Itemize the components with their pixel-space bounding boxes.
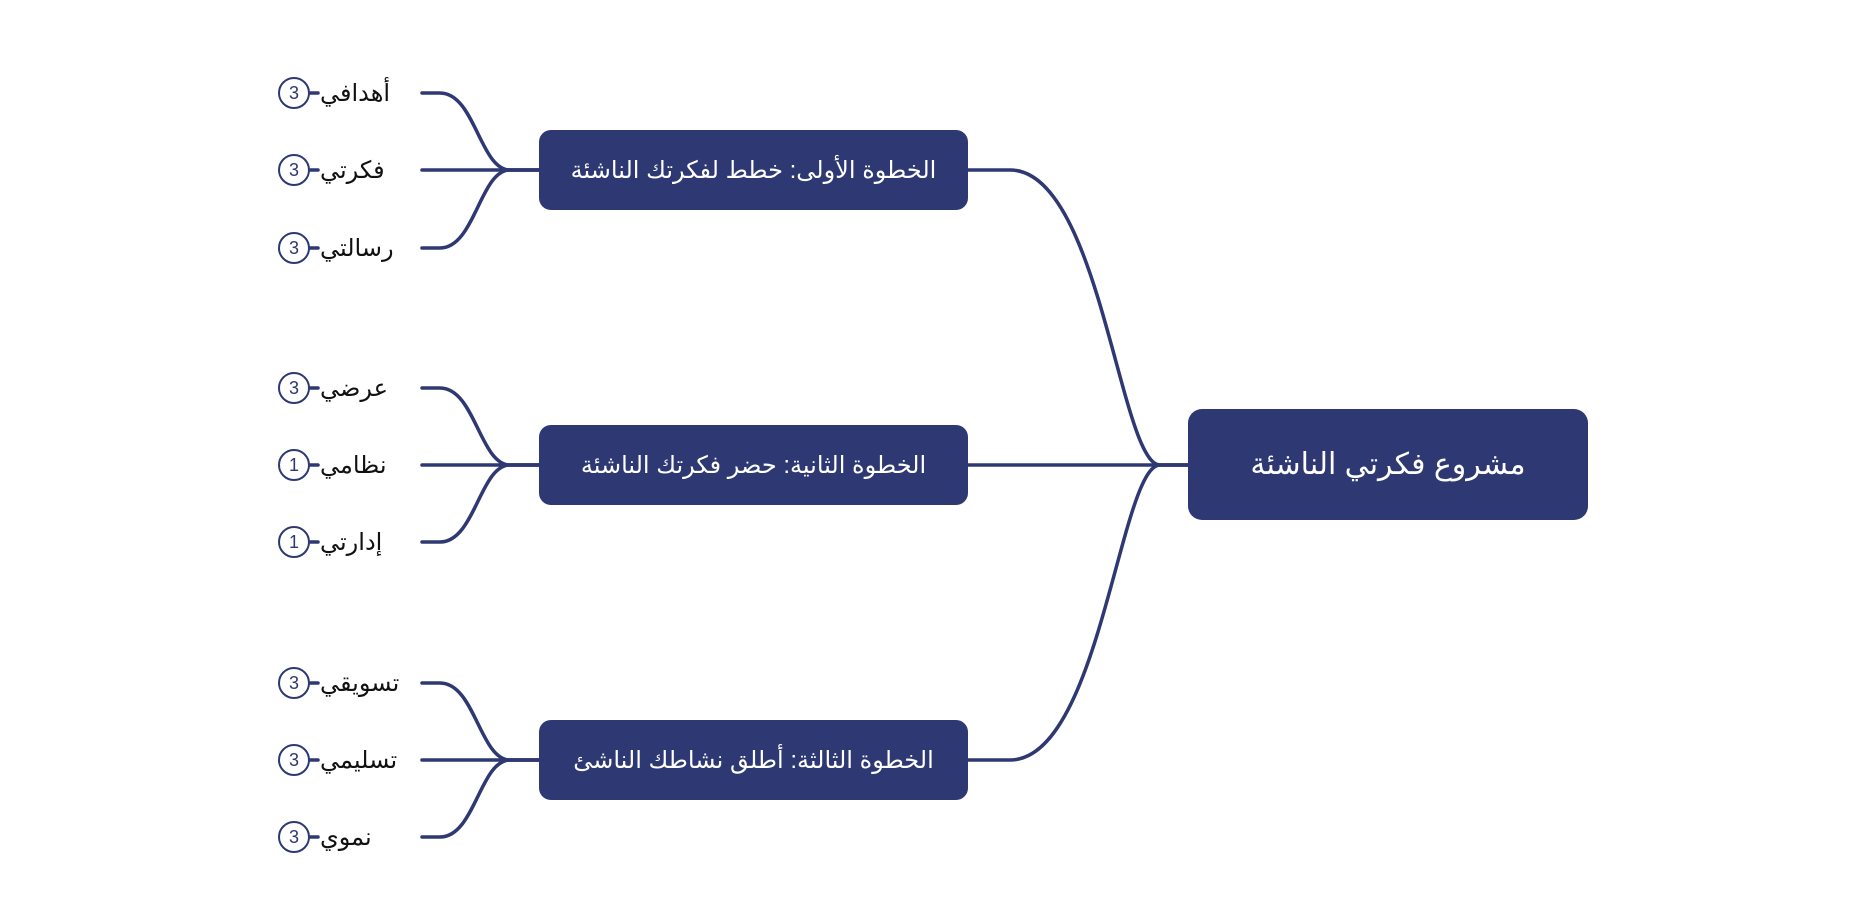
root-topic-label: مشروع فكرتي الناشئة — [1250, 448, 1526, 481]
step-2-topic[interactable]: الخطوة الثانية: حضر فكرتك الناشئة — [539, 425, 968, 505]
child-count-badge[interactable]: 1 — [278, 449, 310, 481]
leaf-topic-marketing[interactable]: تسويقي — [320, 669, 400, 697]
child-count-badge[interactable]: 3 — [278, 77, 310, 109]
connector-step-2-leaf-1 — [420, 386, 541, 467]
leaf-topic-idea[interactable]: فكرتي — [320, 156, 385, 184]
connector-step-1-leaf-1 — [420, 91, 541, 172]
connector-root-step-1 — [966, 168, 1190, 467]
step-1-label: الخطوة الأولى: خطط لفكرتك الناشئة — [570, 156, 937, 184]
child-count-badge[interactable]: 1 — [278, 526, 310, 558]
step-1-topic[interactable]: الخطوة الأولى: خطط لفكرتك الناشئة — [539, 130, 968, 210]
step-3-label: الخطوة الثالثة: أطلق نشاطك الناشئ — [573, 746, 934, 774]
leaf-topic-system[interactable]: نظامي — [320, 451, 387, 479]
connector-step-3-leaf-1 — [420, 681, 541, 762]
child-count-badge[interactable]: 3 — [278, 154, 310, 186]
root-topic[interactable]: مشروع فكرتي الناشئة — [1188, 409, 1588, 520]
child-count-badge[interactable]: 3 — [278, 821, 310, 853]
connector-step-3-leaf-3 — [420, 758, 541, 839]
step-2-label: الخطوة الثانية: حضر فكرتك الناشئة — [580, 451, 927, 479]
child-count-badge[interactable]: 3 — [278, 372, 310, 404]
leaf-topic-growth[interactable]: نموي — [320, 823, 372, 851]
connector-step-2-leaf-3 — [420, 463, 541, 544]
leaf-topic-message[interactable]: رسالتي — [320, 234, 394, 262]
child-count-badge[interactable]: 3 — [278, 667, 310, 699]
leaf-topic-delivery[interactable]: تسليمي — [320, 746, 398, 774]
step-3-topic[interactable]: الخطوة الثالثة: أطلق نشاطك الناشئ — [539, 720, 968, 800]
leaf-topic-goals[interactable]: أهدافي — [320, 79, 391, 107]
connector-step-1-leaf-3 — [420, 168, 541, 250]
child-count-badge[interactable]: 3 — [278, 232, 310, 264]
child-count-badge[interactable]: 3 — [278, 744, 310, 776]
leaf-topic-management[interactable]: إدارتي — [320, 528, 383, 556]
connector-root-step-3 — [966, 463, 1190, 762]
leaf-topic-offer[interactable]: عرضي — [320, 374, 388, 402]
